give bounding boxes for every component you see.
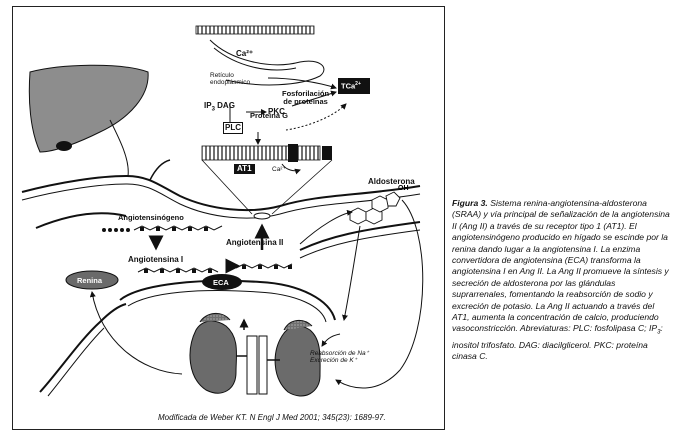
- tca-label: TCa2+: [341, 81, 361, 91]
- angiotensin-ii-chain: [235, 263, 293, 269]
- aorta: [246, 335, 258, 395]
- label-renina: Renina: [77, 276, 103, 285]
- label-aldosterona: Aldosterona: [368, 177, 415, 186]
- label-plc: PLC: [223, 122, 243, 134]
- label-angiotensina-i: Angiotensina I: [128, 255, 184, 264]
- calcium-channel: [288, 144, 298, 162]
- left-kidney: [189, 320, 238, 394]
- figure-caption: Figura 3. Sistema renina-angiotensina-al…: [452, 198, 670, 362]
- label-at1: AT1: [234, 164, 255, 174]
- caption-text-end: : inositol trifosfato. DAG: diacilglicer…: [452, 323, 663, 361]
- tca-box: [338, 78, 370, 94]
- label-eca: ECA: [213, 278, 229, 287]
- liver-shape: [28, 64, 149, 153]
- figure-credit: Modificada de Weber KT. N Engl J Med 200…: [158, 413, 386, 422]
- label-angiotensina-ii: Angiotensina II: [226, 238, 284, 247]
- label-reticulo: Retículo endoplásmico: [210, 72, 251, 87]
- label-tca-sup: 2+: [355, 81, 361, 87]
- label-tca: TCa: [341, 81, 356, 91]
- label-dag: DAG: [217, 101, 235, 110]
- label-fosforilacion: Fosforilación de proteínas: [282, 89, 330, 106]
- cell-membrane: [201, 145, 299, 161]
- aldosterone-molecule: [349, 191, 401, 225]
- caption-text: Sistema renina-angiotensina-aldosterona …: [452, 198, 670, 334]
- label-pkc: PKC: [268, 107, 285, 116]
- gallbladder-shape: [56, 141, 72, 151]
- membrane-band-top: [195, 25, 315, 35]
- renina-pill: [65, 270, 119, 290]
- label-proteina-g: Proteína G: [250, 111, 288, 120]
- vessel-zoom-ellipse: [253, 212, 271, 220]
- label-ip3-dag: IP3 DAG: [204, 102, 235, 113]
- caption-ip3-sub: 3: [657, 330, 661, 337]
- label-ca2-top: Ca²⁺: [236, 49, 254, 58]
- eca-pill: [202, 274, 242, 290]
- caption-title: Figura 3.: [452, 198, 488, 208]
- vessel-upper-wall: [21, 174, 421, 212]
- svg-text:OH: OH: [398, 185, 409, 192]
- label-reabsorcion: Reabsorción de Na⁺ Excreción de K⁺: [310, 350, 370, 365]
- label-ip3-sub: 3: [211, 106, 215, 113]
- right-adrenal: [283, 320, 313, 331]
- label-ip3: IP: [204, 101, 212, 110]
- vessel-bottom-loop: [119, 279, 336, 321]
- left-adrenal: [199, 313, 231, 323]
- angiotensin-i-chain: [137, 267, 219, 273]
- label-ca2-low: Ca²⁺: [272, 166, 286, 173]
- label-angiotensinogeno: Angiotensinógeno: [118, 213, 184, 222]
- angiotensinogen-chain: [133, 225, 223, 231]
- vessel-lower-wall: [35, 212, 127, 229]
